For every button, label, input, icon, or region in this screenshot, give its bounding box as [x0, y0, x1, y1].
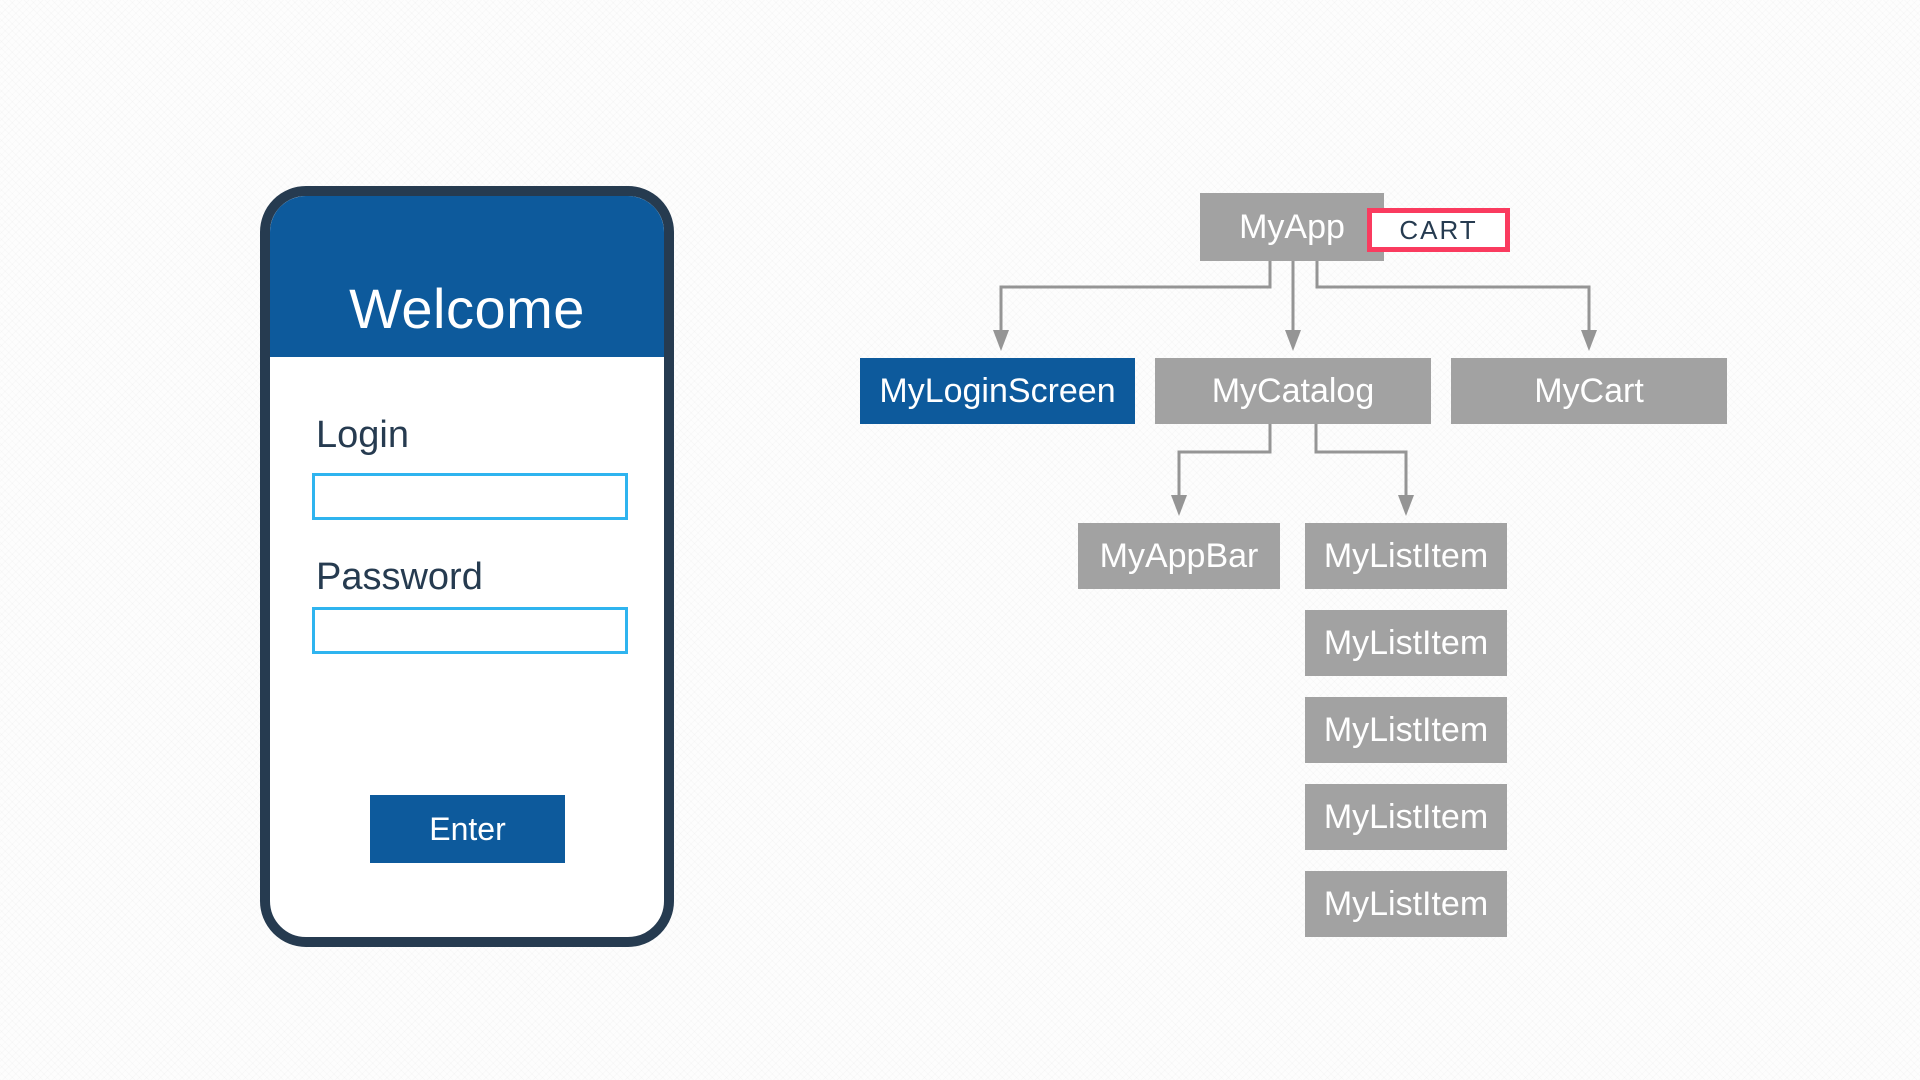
login-label: Login — [316, 414, 409, 456]
phone-mockup: Welcome Login Password Enter — [260, 186, 674, 947]
tree-node-myappbar: MyAppBar — [1078, 523, 1280, 589]
tree-node-mycatalog: MyCatalog — [1155, 358, 1431, 424]
tree-node-mylistitem-4: MyListItem — [1305, 784, 1507, 850]
tree-node-mycart: MyCart — [1451, 358, 1727, 424]
tree-node-mylistitem-2: MyListItem — [1305, 610, 1507, 676]
phone-header: Welcome — [270, 196, 664, 357]
welcome-title: Welcome — [349, 277, 585, 340]
enter-button[interactable]: Enter — [370, 795, 565, 863]
cart-badge: CART — [1367, 208, 1510, 252]
tree-node-mylistitem-3: MyListItem — [1305, 697, 1507, 763]
password-label: Password — [316, 556, 483, 598]
login-input[interactable] — [312, 473, 628, 520]
tree-node-myapp: MyApp — [1200, 193, 1384, 261]
tree-node-mylistitem-1: MyListItem — [1305, 523, 1507, 589]
tree-node-myloginscreen: MyLoginScreen — [860, 358, 1135, 424]
password-input[interactable] — [312, 607, 628, 654]
tree-node-mylistitem-5: MyListItem — [1305, 871, 1507, 937]
